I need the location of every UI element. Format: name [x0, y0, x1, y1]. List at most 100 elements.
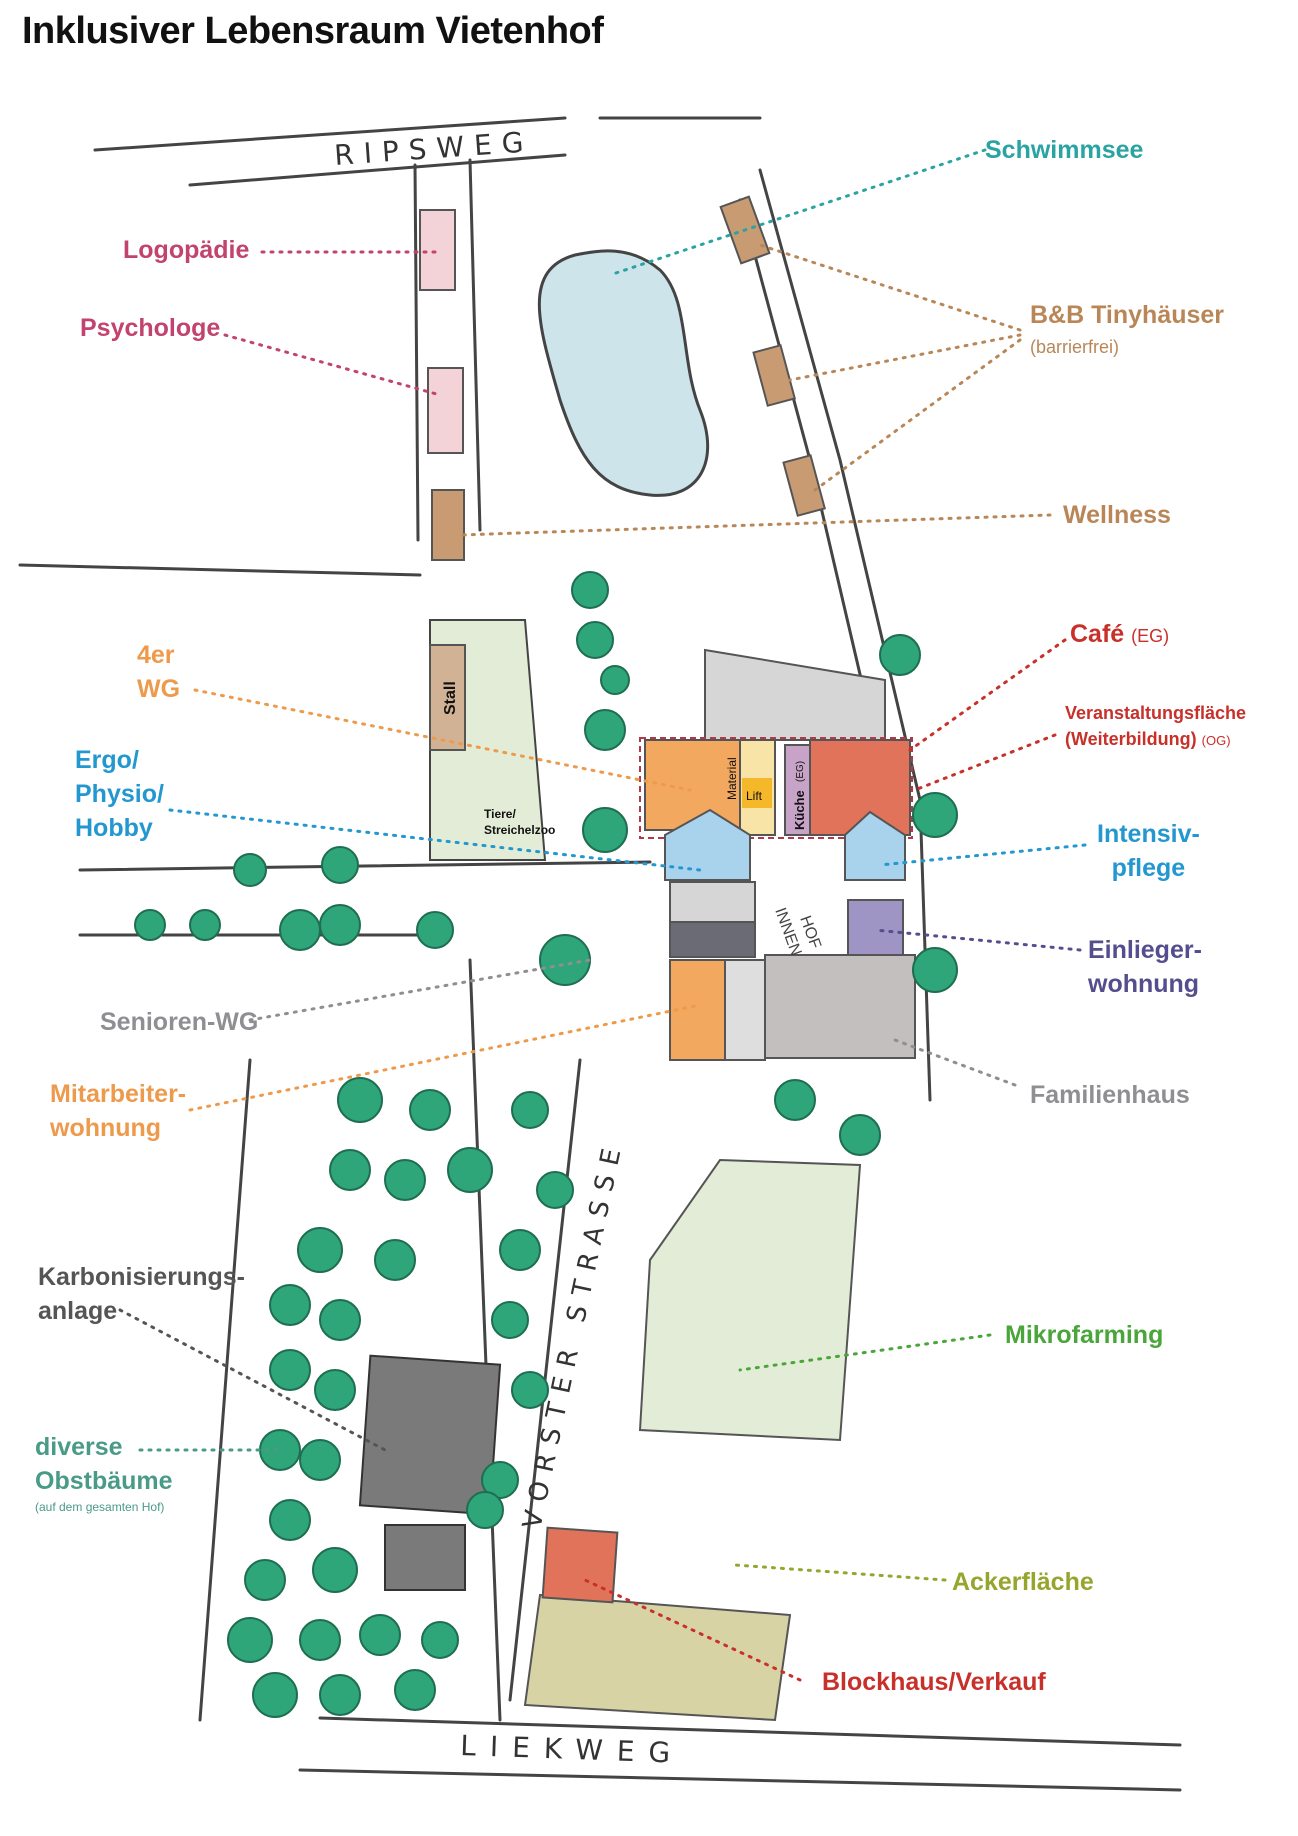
leader-blockhaus: [583, 1578, 802, 1682]
liekweg-line-upper: [318, 1716, 1182, 1747]
senioren-roof: [669, 881, 756, 923]
mikrofarming-field: [638, 1158, 862, 1442]
tree: [582, 807, 628, 853]
ripsweg-line-upper: [93, 116, 567, 152]
liekweg-name: LIEKWEG: [460, 1729, 685, 1770]
material-label: Material: [725, 757, 739, 800]
innenhof-label-1: INNEN: [771, 906, 804, 959]
label-psychologe: Psychologe: [80, 314, 221, 342]
tree: [536, 1171, 574, 1209]
label-mitarbeiter-line2: wohnung: [50, 1114, 162, 1142]
label-intensiv-line2: pflege: [1111, 854, 1186, 882]
veranstaltung-outline: [639, 737, 913, 839]
tree: [584, 709, 626, 751]
tree: [233, 853, 267, 887]
label-cafe: Café (EG): [1070, 620, 1170, 648]
kueche-label: Küche: [792, 790, 807, 830]
blockhaus-building: [541, 1526, 619, 1604]
trees: [134, 571, 958, 1718]
tinyhouse-3: [782, 454, 826, 517]
kueche-floor-label: (EG): [795, 761, 806, 782]
label-4erwg-line2: WG: [137, 675, 181, 703]
tree: [416, 911, 454, 949]
lift-label: Lift: [746, 789, 763, 803]
leader-4erwg: [193, 688, 692, 792]
leader-einlieger: [873, 928, 1082, 952]
path-west-1: [413, 163, 420, 542]
swimming-lake: [537, 249, 710, 497]
label-blockhaus: Blockhaus/Verkauf: [822, 1668, 1046, 1696]
tree: [384, 1159, 426, 1201]
leader-veranstaltung: [913, 733, 1057, 792]
tree: [600, 665, 630, 695]
tree: [774, 1079, 816, 1121]
tree: [321, 846, 359, 884]
divider-line: [18, 563, 422, 577]
tree: [329, 1149, 371, 1191]
label-bb-tinyhaeuser: B&B Tinyhäuser: [1030, 301, 1225, 329]
acker-field: [523, 1593, 792, 1722]
tree: [299, 1439, 341, 1481]
tree: [912, 792, 958, 838]
leader-lines: [118, 148, 1087, 1682]
tree: [879, 634, 921, 676]
label-cafe-floor: (EG): [1131, 626, 1170, 646]
label-einlieger-line2: wohnung: [1088, 970, 1200, 998]
ripsweg-line-lower: [188, 153, 567, 187]
leader-intensiv: [878, 843, 1087, 867]
tree: [299, 1619, 341, 1661]
tree: [491, 1301, 529, 1339]
tree: [189, 909, 221, 941]
karbon-building: [358, 1354, 502, 1516]
karbon-annex: [384, 1524, 466, 1591]
tree: [269, 1284, 311, 1326]
leader-acker: [733, 1563, 947, 1582]
tree: [511, 1371, 549, 1409]
leader-schwimmsee: [608, 148, 987, 277]
tree: [511, 1091, 549, 1129]
tree: [839, 1114, 881, 1156]
tree: [359, 1614, 401, 1656]
label-einlieger-line1: Einlieger-: [1088, 936, 1202, 964]
label-einlieger: Einlieger-wohnung: [1088, 933, 1202, 1001]
tree: [374, 1239, 416, 1281]
label-veranstaltung-floor: (OG): [1201, 733, 1231, 748]
vorster-strasse-name: VORSTER STRASSE: [518, 1136, 630, 1531]
tinyhouse-2: [752, 344, 796, 407]
stall-label: Stall: [442, 681, 459, 715]
label-ergo: Ergo/Physio/Hobby: [75, 743, 164, 845]
tree: [244, 1559, 286, 1601]
leader-mikrofarming: [738, 1333, 992, 1372]
label-intensiv-line1: Intensiv-: [1097, 820, 1200, 848]
obst-boundary: [198, 1058, 252, 1722]
label-logopaedie: Logopädie: [123, 236, 250, 264]
tree: [499, 1229, 541, 1271]
label-mitarbeiter: Mitarbeiter-wohnung: [50, 1077, 186, 1145]
leader-psychologe: [223, 333, 442, 397]
label-ergo-line1: Ergo/: [75, 746, 139, 774]
label-mitarbeiter-line1: Mitarbeiter-: [50, 1080, 187, 1108]
tree: [394, 1669, 436, 1711]
tree: [409, 1089, 451, 1131]
tree: [337, 1077, 383, 1123]
leader-mitarbeiter: [188, 1003, 702, 1112]
tree: [576, 621, 614, 659]
cafe-building: [809, 739, 911, 836]
label-karbon: Karbonisierungs-anlage: [38, 1260, 245, 1328]
label-ergo-line2: Physio/: [75, 780, 164, 808]
tree: [319, 1299, 361, 1341]
tree: [319, 904, 361, 946]
label-4erwg-line1: 4er: [137, 641, 175, 669]
familienhaus-building: [764, 954, 916, 1059]
einlieger-building: [847, 899, 904, 956]
tree: [466, 1491, 504, 1529]
tree: [312, 1547, 358, 1593]
tree: [319, 1674, 361, 1716]
label-intensiv: Intensiv-pflege: [1097, 817, 1200, 885]
label-familienhaus: Familienhaus: [1030, 1081, 1190, 1109]
label-veranstaltung-line1: Veranstaltungsfläche: [1065, 703, 1247, 723]
leader-tiny-2: [788, 333, 1022, 382]
label-ergo-line3: Hobby: [75, 814, 153, 842]
leader-ergo: [168, 808, 702, 872]
